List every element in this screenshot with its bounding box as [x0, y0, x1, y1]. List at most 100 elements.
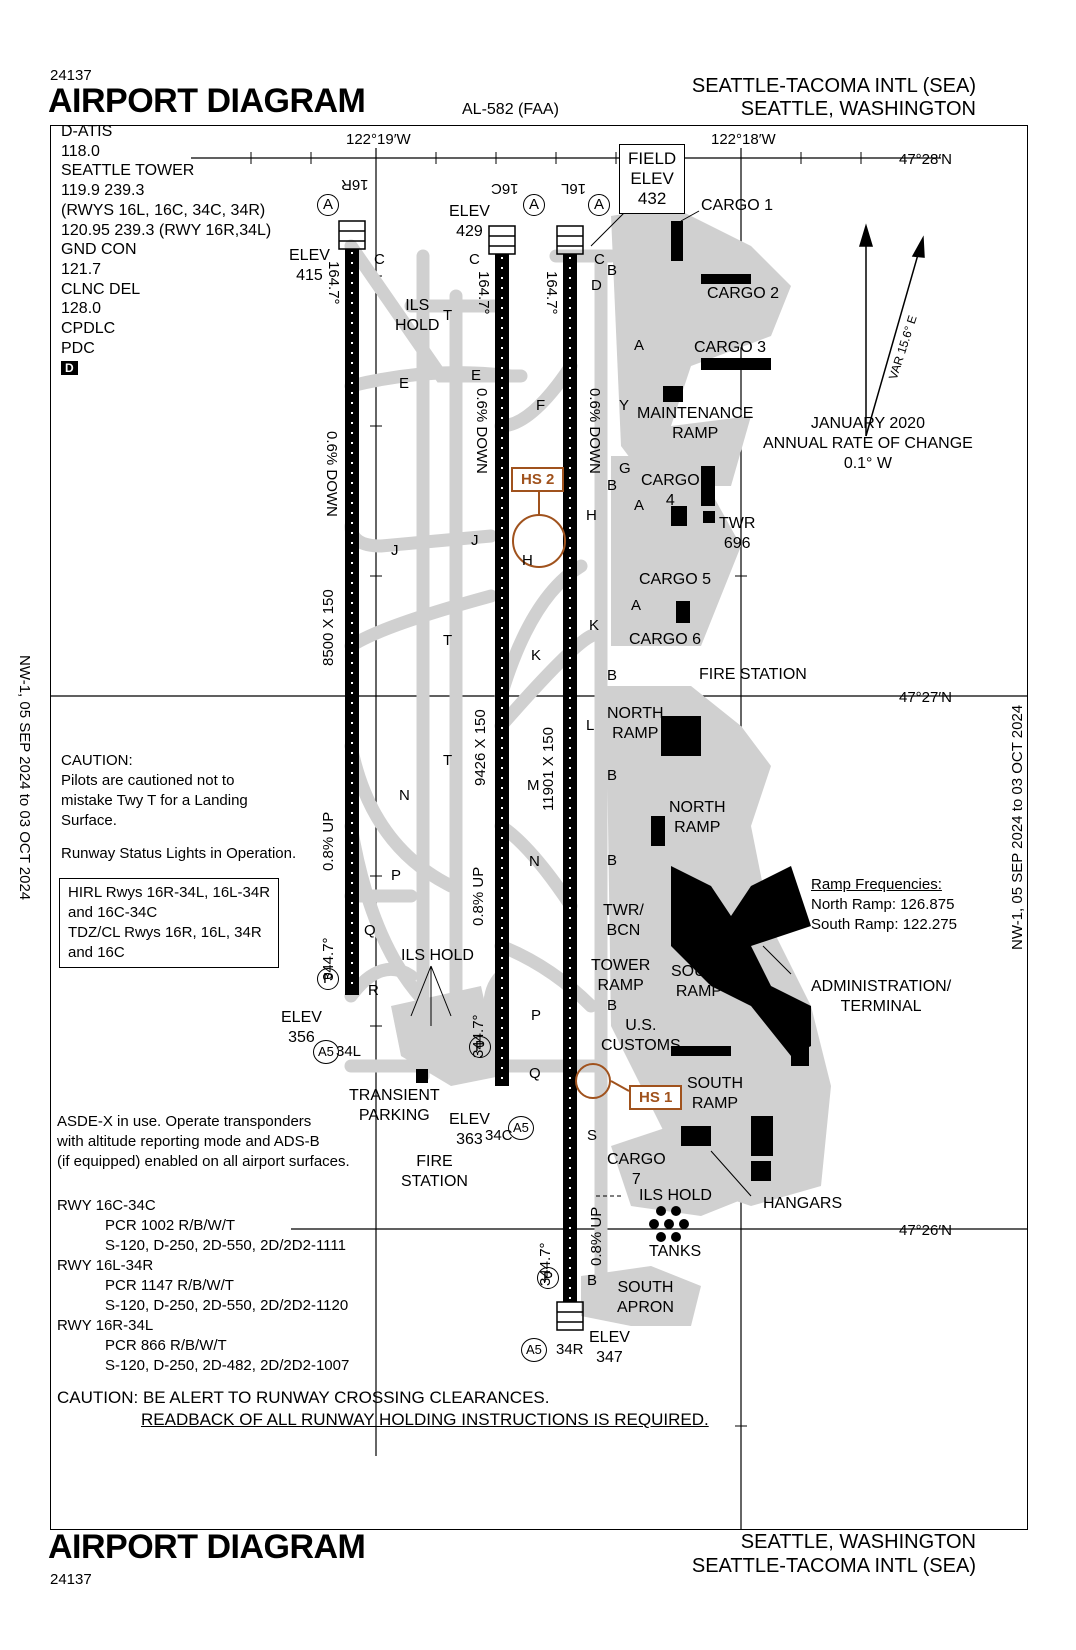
twr-bcn-label: TWR/BCN	[603, 902, 644, 939]
doc-id: AL-582 (FAA)	[462, 101, 559, 118]
rwy-16C-label: 16C	[491, 180, 519, 197]
rwy-34C-label: 34C	[485, 1127, 513, 1144]
hot-spot-2: HS 2	[511, 467, 565, 492]
page-title: AIRPORT DIAGRAM	[48, 82, 366, 120]
taxiway-label-b-3: B	[607, 667, 618, 684]
ramp-freq-title: Ramp Frequencies:	[811, 876, 942, 893]
freq-tower-value2: 120.95 239.3 (RWY 16R,34L)	[61, 221, 272, 239]
a5-symbol-34L: A5	[313, 1040, 339, 1064]
north-arrow	[858, 223, 925, 437]
taxiway-label-k: K	[589, 617, 600, 634]
freq-clearance-value: 128.0	[61, 300, 102, 318]
lon-label-2: 122°18′W	[711, 131, 776, 148]
lon-label-1: 122°19′W	[346, 131, 411, 148]
taxiway-label-n-west: N	[399, 787, 410, 804]
p-symbol-34R: P	[537, 1267, 559, 1289]
left-margin-dates: NW-1, 05 SEP 2024 to 03 OCT 2024	[16, 655, 33, 901]
rwy-center-heading-north: 164.7°	[475, 271, 492, 315]
taxiway-label-b-7: B	[587, 1272, 598, 1289]
a-symbol-16L: A	[588, 194, 610, 216]
taxiway-label-m: M	[527, 777, 540, 794]
readback-note: READBACK OF ALL RUNWAY HOLDING INSTRUCTI…	[141, 1410, 709, 1429]
ils-hold-label-34R: ILS HOLD	[639, 1187, 712, 1204]
taxiway-label-b-5: B	[607, 852, 618, 869]
runway-thresholds	[338, 220, 584, 1331]
taxiway-label-d: D	[591, 277, 602, 294]
taxiway-label-r: R	[368, 982, 379, 999]
pdc-badge: D	[61, 361, 78, 376]
freq-ground: GND CON	[61, 241, 137, 259]
hangars-label: HANGARS	[763, 1195, 843, 1212]
asdex-note: ASDE-X in use. Operate transponders with…	[57, 1113, 350, 1170]
freq-tower: SEATTLE TOWER	[61, 162, 195, 180]
taxiway-label-c-east: C	[594, 251, 605, 268]
taxiway-label-c-west: C	[374, 251, 385, 268]
rwsl-note: Runway Status Lights in Operation.	[61, 845, 297, 862]
airport-diagram-map: D-ATIS 118.0 SEATTLE TOWER 119.9 239.3 (…	[50, 125, 1028, 1530]
taxiway-label-b-6: B	[607, 997, 618, 1014]
a5-symbol-34C: A5	[508, 1116, 534, 1140]
cargo2-label: CARGO 2	[707, 285, 780, 302]
rwy-west-slope-down: 0.6% DOWN	[323, 431, 340, 517]
cargo1-label: CARGO 1	[701, 197, 774, 214]
mag-var-rate-label: ANNUAL RATE OF CHANGE	[763, 435, 973, 452]
lat-label-2: 47°27′N	[899, 689, 953, 706]
taxiway-label-a-1: A	[634, 337, 645, 354]
lighting-note: HIRL Rwys 16R-34L, 16L-34R and 16C-34C T…	[59, 878, 280, 968]
p-symbol-34L: P	[317, 968, 339, 990]
field-elev-value: 432	[637, 189, 667, 208]
ramp-frequencies: Ramp Frequencies: North Ramp: 126.875 So…	[811, 875, 957, 935]
taxiway-label-p-east: P	[531, 1007, 542, 1024]
cargo6-label: CARGO 6	[629, 631, 702, 648]
taxiway-label-t-2: T	[443, 632, 453, 649]
taxiway-label-b-1: B	[607, 262, 618, 279]
taxiway-label-n-east: N	[529, 853, 540, 870]
taxiway-label-t-1: T	[443, 307, 453, 324]
freq-cpdlc: CPDLC	[61, 320, 116, 338]
footer-airport: SEATTLE-TACOMA INTL (SEA)	[691, 1555, 976, 1577]
taxiway-label-t-3: T	[443, 752, 453, 769]
rwy-east-slope-down: 0.6% DOWN	[586, 388, 603, 474]
cargo3-label: CARGO 3	[694, 339, 767, 356]
taxiway-label-p-west: P	[391, 867, 402, 884]
us-customs-label: U.S.CUSTOMS	[601, 1017, 681, 1054]
taxiway-label-j-center: J	[471, 532, 479, 549]
buildings	[416, 221, 811, 1181]
taxiway-label-b-2: B	[607, 477, 618, 494]
freq-pdc: PDC	[61, 339, 95, 357]
freq-tower-value: 119.9 239.3	[61, 182, 145, 200]
frequency-list: D-ATIS 118.0 SEATTLE TOWER 119.9 239.3 (…	[61, 125, 272, 378]
tanks-symbols	[649, 1206, 689, 1242]
freq-atis: D-ATIS	[61, 125, 113, 140]
field-elev-line1: FIELD	[628, 149, 677, 168]
rwy-west-slope-up: 0.8% UP	[320, 811, 337, 871]
rwy-16R-label: 16R	[341, 176, 369, 193]
rwy-center-dimensions: 9426 X 150	[472, 709, 489, 786]
taxiway-label-f: F	[536, 397, 546, 414]
freq-ground-value: 121.7	[61, 260, 102, 278]
airport-name: SEATTLE-TACOMA INTL (SEA)	[691, 75, 976, 97]
rwy-34R-label: 34R	[556, 1341, 584, 1358]
rwy-34L-label: 34L	[336, 1043, 362, 1060]
a-symbol-16R: A	[317, 194, 339, 216]
taxiway-label-e-center: E	[471, 367, 482, 384]
field-elevation-box: FIELD ELEV 432	[619, 144, 686, 214]
taxiway-label-q-west: Q	[364, 922, 376, 939]
freq-atis-value: 118.0	[61, 142, 100, 160]
taxiway-label-g: G	[619, 460, 631, 477]
admin-terminal-label: ADMINISTRATION/TERMINAL	[811, 978, 952, 1015]
rwy-east-slope-up: 0.8% UP	[588, 1206, 605, 1266]
caution-twy-t: CAUTION: Pilots are cautioned not to mis…	[61, 752, 248, 829]
city-name: SEATTLE, WASHINGTON	[740, 98, 976, 120]
map-graphics	[51, 148, 1027, 1529]
